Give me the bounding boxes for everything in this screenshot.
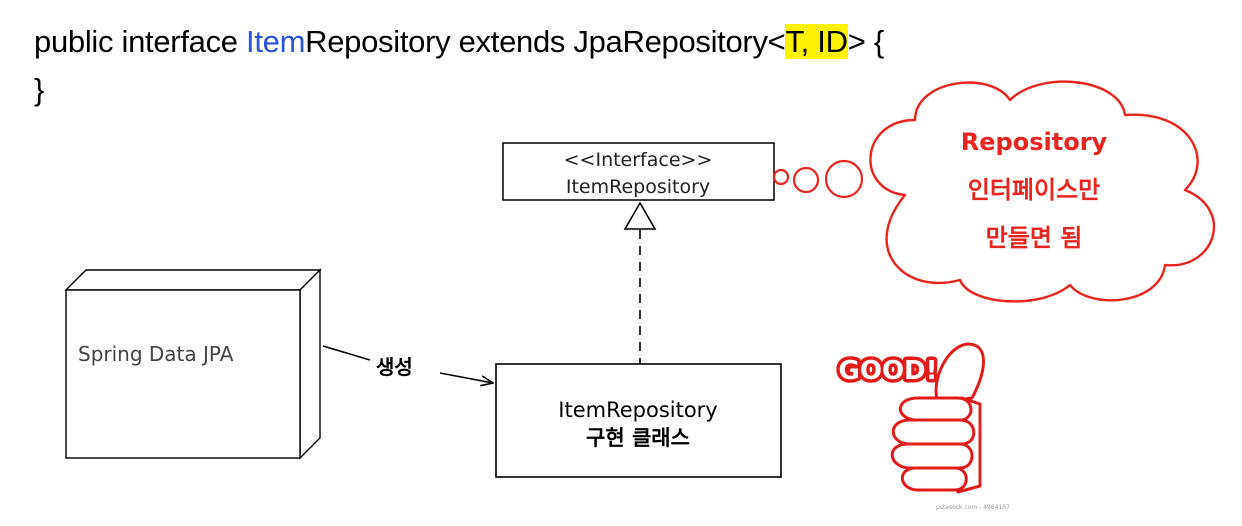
code-item-highlight: Item [246,24,306,59]
code-keywords: public interface [34,24,247,59]
realization-arrow [623,201,657,364]
spring-data-jpa-node: Spring Data JPA [64,268,322,460]
hollow-triangle-icon [623,201,657,230]
code-line-interface-declaration: public interface ItemRepository extends … [34,24,884,60]
bubble-line-1: Repository [961,128,1108,156]
impl-class-desc: 구현 클래스 [586,426,690,450]
spring-data-jpa-label: Spring Data JPA [78,342,234,366]
code-type-params-highlight: T, ID [785,24,848,59]
code-line-closing-brace: } [34,72,45,107]
code-open-angle: < [767,24,786,59]
interface-box: <<Interface>> ItemRepository [502,142,775,201]
code-close-brace-open: > { [847,24,884,59]
bubble-line-2: 인터페이스만 [968,176,1100,204]
creates-arrow: 생성 [322,345,493,383]
thought-bubble-cloud: Repository 인터페이스만 만들면 됨 [869,80,1216,303]
interface-stereotype: <<Interface>> [564,149,713,171]
good-thumbs-up-sticker: GOOD! [835,342,985,494]
watermark-stamp: pstasock.com - 4964157 [936,504,1010,511]
thumbs-up-icon [890,342,985,494]
code-extends-clause: Repository extends JpaRepository [305,24,768,59]
creates-label: 생성 [376,355,413,379]
good-text: GOOD! [839,356,938,386]
thought-bubble-tail [772,159,864,199]
bubble-line-3: 만들면 됨 [986,224,1083,252]
impl-class-name: ItemRepository [558,398,717,422]
impl-class-box: ItemRepository 구현 클래스 [495,363,782,478]
interface-name: ItemRepository [566,176,710,198]
